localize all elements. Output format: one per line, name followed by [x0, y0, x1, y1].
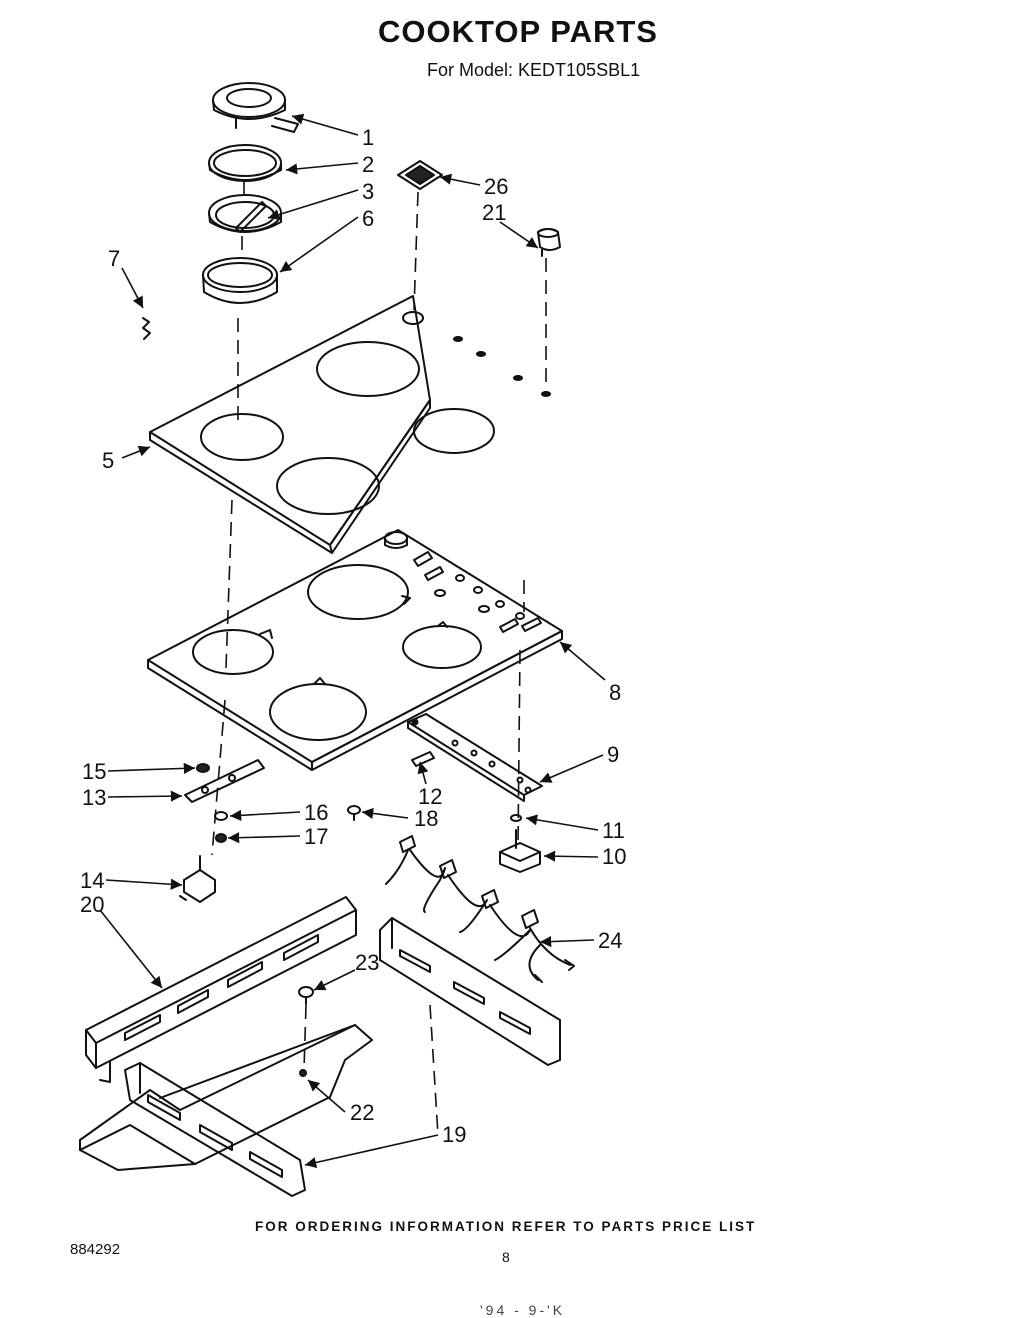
callout-16: 16 — [304, 800, 328, 825]
callout-15: 15 — [82, 759, 106, 784]
model-subtitle: For Model: KEDT105SBL1 — [427, 60, 641, 80]
callout-labels: 1 2 3 6 7 26 21 5 8 9 12 11 10 15 13 16 … — [80, 125, 626, 1147]
bracket-part-12 — [411, 751, 435, 767]
callout-8: 8 — [609, 680, 621, 705]
callout-26: 26 — [484, 174, 508, 199]
ordering-note: FOR ORDERING INFORMATION REFER TO PARTS … — [255, 1219, 757, 1234]
cooktop-top-part-5 — [149, 295, 551, 554]
callout-20: 20 — [80, 892, 104, 917]
callout-12: 12 — [418, 784, 442, 809]
callout-9: 9 — [607, 742, 619, 767]
assembly-lines — [211, 180, 547, 1136]
callout-2: 2 — [362, 152, 374, 177]
plug-part-21 — [537, 228, 561, 257]
lower-panel-part-8 — [147, 529, 563, 771]
washer-part-16 — [214, 811, 228, 821]
callout-24: 24 — [598, 928, 622, 953]
trim-ring-part-2 — [208, 144, 282, 182]
page-title: COOKTOP PARTS — [378, 14, 658, 49]
front-channel-part-19 — [124, 1062, 306, 1197]
surface-element-part-1 — [212, 82, 299, 133]
bottom-shield-part-22 — [79, 1024, 373, 1171]
page-number: 8 — [502, 1249, 510, 1265]
washer-part-11 — [510, 814, 522, 822]
callout-1: 1 — [362, 125, 374, 150]
callout-19: 19 — [442, 1122, 466, 1147]
callout-18: 18 — [414, 806, 438, 831]
screw-part-18 — [347, 805, 361, 821]
nut-part-17 — [215, 833, 227, 843]
reflector-pan-part-3 — [208, 194, 282, 233]
infinite-switch-part-14 — [179, 855, 216, 903]
callout-5: 5 — [102, 448, 114, 473]
callout-13: 13 — [82, 785, 106, 810]
switch-bracket-part-13 — [184, 759, 265, 803]
vent-grille-part-26 — [397, 160, 443, 190]
screw-part-23 — [298, 986, 314, 1005]
support-ring-part-6 — [202, 257, 278, 304]
mounting-bracket-part-9 — [407, 713, 543, 802]
callout-6: 6 — [362, 206, 374, 231]
rear-channel-part-20 — [85, 896, 357, 1083]
callout-11: 11 — [602, 818, 625, 843]
leader-lines — [99, 113, 606, 1168]
callout-22: 22 — [350, 1100, 374, 1125]
document-number: 884292 — [70, 1241, 121, 1258]
callout-3: 3 — [362, 179, 374, 204]
callout-14: 14 — [80, 868, 104, 893]
callout-17: 17 — [304, 824, 328, 849]
switch-part-10 — [499, 829, 541, 873]
clip-part-7 — [142, 317, 151, 340]
nut-part-15 — [196, 763, 210, 773]
callout-10: 10 — [602, 844, 626, 869]
callout-21: 21 — [482, 200, 506, 225]
wiring-harness-part-24 — [385, 835, 575, 983]
callout-23: 23 — [355, 950, 379, 975]
side-channel-part-19 — [379, 917, 561, 1066]
callout-7: 7 — [108, 246, 120, 271]
date-stamp: '94 - 9-'K — [480, 1302, 566, 1318]
